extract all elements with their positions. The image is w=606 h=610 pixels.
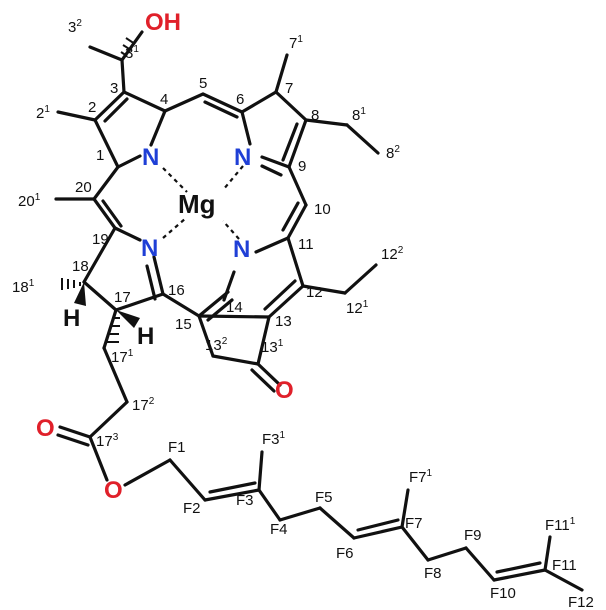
label-f11: F11 — [552, 557, 577, 574]
label-14: 14 — [226, 299, 243, 316]
atom-n-ring-b: N — [234, 144, 251, 171]
label-13-2: 132 — [205, 336, 228, 354]
label-f7: F7 — [405, 515, 423, 532]
label-f11-1: F111 — [545, 516, 576, 534]
atom-n-ring-c: N — [233, 236, 250, 263]
atom-o-ester: O — [104, 477, 123, 504]
label-f4: F4 — [270, 521, 288, 538]
label-f10: F10 — [490, 585, 516, 602]
label-2-1: 21 — [36, 104, 50, 122]
atom-o-keto: O — [275, 377, 294, 404]
label-2: 2 — [88, 99, 96, 116]
atom-o-carbonyl: O — [36, 415, 55, 442]
label-17-2: 172 — [132, 396, 155, 414]
hash-bond-181 — [61, 278, 81, 290]
label-20-1: 201 — [18, 192, 41, 210]
label-8: 8 — [311, 107, 319, 124]
label-19: 19 — [92, 231, 109, 248]
label-16: 16 — [168, 282, 185, 299]
label-8-1: 81 — [352, 106, 366, 124]
label-f3: F3 — [236, 492, 254, 509]
label-17-3: 173 — [96, 432, 119, 450]
label-17: 17 — [114, 289, 131, 306]
label-f12: F12 — [568, 594, 594, 610]
label-7: 7 — [285, 80, 293, 97]
label-f3-1: F31 — [262, 430, 286, 448]
label-20: 20 — [75, 179, 92, 196]
label-12-1: 121 — [346, 299, 369, 317]
label-13: 13 — [275, 313, 292, 330]
label-f7-1: F71 — [409, 468, 433, 486]
label-6: 6 — [236, 91, 244, 108]
atom-h-18: H — [63, 305, 80, 332]
label-12: 12 — [306, 284, 323, 301]
label-1: 1 — [96, 147, 104, 164]
atom-n-ring-a: N — [142, 144, 159, 171]
atom-n-ring-d: N — [141, 235, 158, 262]
label-f6: F6 — [336, 545, 354, 562]
label-f1: F1 — [168, 439, 186, 456]
label-7-1: 71 — [289, 34, 303, 52]
locant-labels: 32 31 71 3 5 4 6 7 2 21 8 81 82 1 9 20 2… — [12, 18, 594, 610]
atom-oh: OH — [145, 9, 181, 36]
label-17-1: 171 — [111, 348, 134, 366]
label-15: 15 — [175, 316, 192, 333]
label-9: 9 — [298, 158, 306, 175]
wedge-bond-h18 — [74, 282, 86, 306]
label-f8: F8 — [424, 565, 442, 582]
label-8-2: 82 — [386, 144, 400, 162]
label-18: 18 — [72, 258, 89, 275]
label-11: 11 — [298, 236, 314, 253]
atom-mg: Mg — [178, 189, 216, 219]
label-4: 4 — [160, 91, 168, 108]
label-3: 3 — [110, 80, 118, 97]
hash-bond-171 — [105, 317, 120, 343]
label-f9: F9 — [464, 527, 482, 544]
atom-h-17: H — [137, 323, 154, 350]
label-f5: F5 — [315, 489, 333, 506]
hash-bond-31 — [120, 37, 136, 57]
label-f2: F2 — [183, 500, 201, 517]
label-5: 5 — [199, 75, 207, 92]
bond-skeleton — [54, 30, 584, 592]
wedge-bond-h17 — [116, 310, 140, 328]
label-13-1: 131 — [261, 338, 284, 356]
heteroatoms: OH N N N N Mg O O O H H — [36, 9, 294, 504]
stereo-bonds — [61, 37, 140, 343]
label-12-2: 122 — [381, 245, 404, 263]
label-10: 10 — [314, 201, 331, 218]
mg-coordination-bonds — [162, 165, 244, 240]
label-18-1: 181 — [12, 278, 35, 296]
label-3-1: 31 — [125, 44, 139, 62]
label-3-2: 32 — [68, 18, 82, 36]
